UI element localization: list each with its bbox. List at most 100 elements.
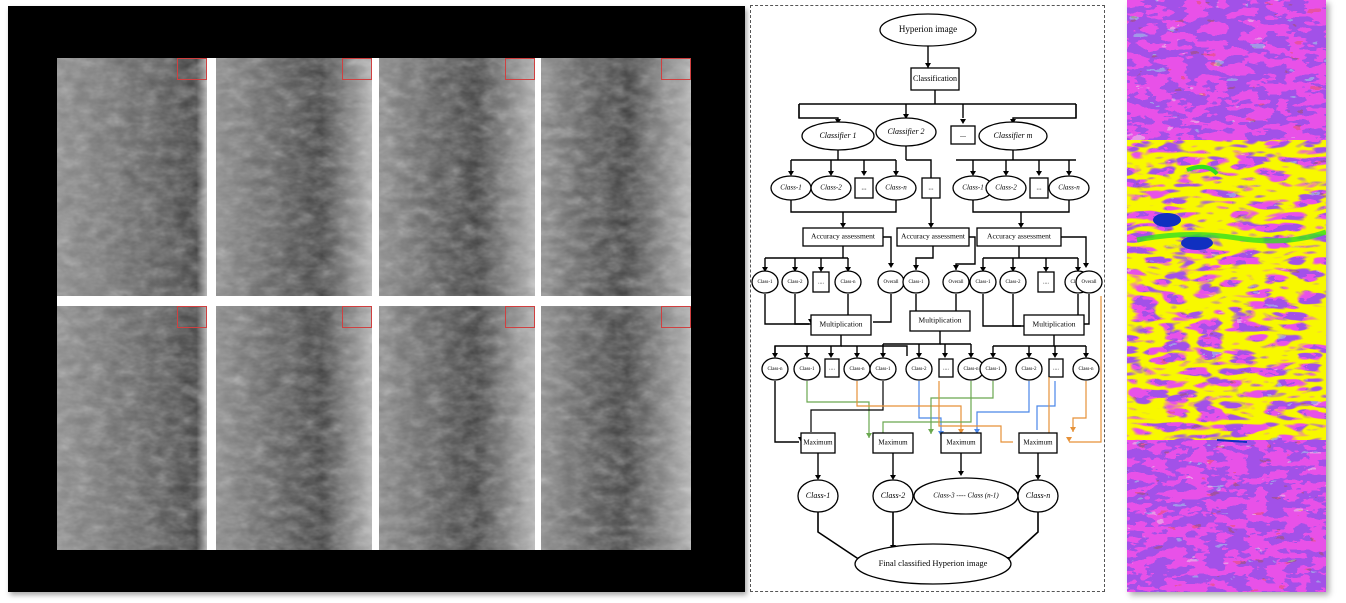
arrowhead (762, 267, 768, 272)
connector-line (1061, 236, 1087, 264)
arrowhead (1018, 223, 1024, 228)
connector-line (774, 381, 799, 443)
weighted-class-node-label: Class-n (850, 367, 866, 372)
classified-map-image (1127, 0, 1326, 592)
connector-line (1012, 104, 1077, 124)
weighted-class-node (905, 357, 933, 381)
arrowhead (958, 471, 964, 476)
multiplication-node-label: Multiplication (919, 316, 962, 325)
arrowhead (861, 171, 867, 176)
arrowhead (1066, 171, 1072, 176)
accuracy-node-label: Overall (884, 280, 900, 285)
roi-marker (661, 306, 691, 328)
connector-line (798, 104, 839, 124)
weighted-class-node-label: Class-2 (912, 367, 928, 372)
final-output-node (854, 543, 1012, 585)
arrowhead (854, 353, 860, 358)
connector-line (883, 236, 892, 264)
accuracy-node-label: Class-1 (758, 280, 774, 285)
accuracy-node (902, 270, 930, 294)
final-output-node-label: Final classified Hyperion image (879, 558, 988, 568)
weighted-class-node-label: Class-n (964, 367, 980, 372)
arrowhead (888, 263, 894, 268)
accuracy-ellipsis-label: .... (818, 279, 825, 285)
class-node-label: Class-2 (820, 184, 842, 192)
roi-marker (505, 306, 535, 328)
connector-line (790, 200, 897, 213)
arrowhead (804, 353, 810, 358)
weighted-ellipsis (938, 358, 954, 378)
arrowhead (1026, 353, 1032, 358)
connector-line (841, 345, 908, 356)
connector-line (930, 381, 994, 434)
maximum-node-label: Maximum (878, 439, 908, 447)
input-node-label: Hyperion image (899, 24, 957, 34)
classifier-node-label: Classifier m (994, 131, 1033, 140)
weighted-class-node (869, 357, 897, 381)
output-class-node-label: Class-3 ---- Class (n-1) (933, 492, 999, 500)
arrowhead (913, 265, 919, 270)
vegetation-strip (1136, 229, 1326, 244)
classifier-ellipsis-label: ... (960, 130, 966, 139)
arrowhead (1070, 427, 1076, 432)
arrowhead (1083, 263, 1089, 268)
arrowhead (980, 267, 986, 272)
arrowhead (974, 429, 980, 434)
arrowhead (818, 267, 824, 272)
arrowhead (1035, 475, 1041, 480)
classifier2-ellipsis-label: ... (928, 184, 934, 192)
weighted-class-node (979, 357, 1007, 381)
arrowhead (772, 353, 778, 358)
arrowhead (788, 171, 794, 176)
maximum-node-label: Maximum (946, 439, 976, 447)
connector-line (817, 512, 864, 563)
accuracy-node (781, 270, 809, 294)
roi-marker (177, 58, 207, 80)
satellite-thumbnail (57, 58, 207, 296)
arrowhead (960, 119, 966, 124)
multiplication-node-label: Multiplication (820, 320, 863, 329)
connector-line (806, 381, 870, 438)
connector-line (982, 294, 1021, 327)
arrowhead (1010, 267, 1016, 272)
class-node-label: Class-n (885, 184, 907, 192)
satellite-thumbnail (379, 58, 535, 296)
connector-line (1048, 377, 1055, 443)
accuracy-ellipsis (1037, 271, 1055, 293)
weighted-class-node-label: Class-1 (876, 367, 892, 372)
class-node-label: Class-n (1058, 184, 1080, 192)
accuracy-node-label: Overall (949, 280, 965, 285)
classifier-node-label: Classifier 1 (819, 131, 856, 140)
arrowhead (990, 353, 996, 358)
arrowhead (840, 223, 846, 228)
satellite-thumbnail (379, 306, 535, 550)
arrowhead (953, 265, 959, 270)
arrowhead (828, 171, 834, 176)
class-node-label: Class-1 (962, 184, 983, 192)
class-node (985, 175, 1027, 201)
arrowhead (1043, 267, 1049, 272)
connector-line (883, 331, 941, 345)
arrowhead (1066, 437, 1072, 442)
accuracy-node (751, 270, 779, 294)
weighted-class-node-label: Class-n (1079, 367, 1095, 372)
arrowhead (970, 171, 976, 176)
satellite-thumbnail (216, 306, 372, 550)
accuracy-ellipsis (812, 271, 830, 293)
weighted-class-node-label: Class-1 (986, 367, 1002, 372)
arrowhead (903, 114, 909, 119)
connector-line (873, 294, 892, 323)
satellite-thumbnail (216, 58, 372, 296)
weighted-class-node (1015, 357, 1043, 381)
accuracy-assessment-node-label: Accuracy assessment (811, 232, 876, 241)
water-channel (1216, 439, 1248, 443)
roi-marker (177, 306, 207, 328)
accuracy-node (999, 270, 1027, 294)
classifier-ellipsis (950, 125, 976, 145)
thumbnail-grid (57, 58, 691, 550)
classifier-node-label: Classifier 2 (887, 127, 924, 136)
connector-line (976, 381, 1030, 434)
accuracy-assessment-node-label: Accuracy assessment (901, 232, 966, 241)
